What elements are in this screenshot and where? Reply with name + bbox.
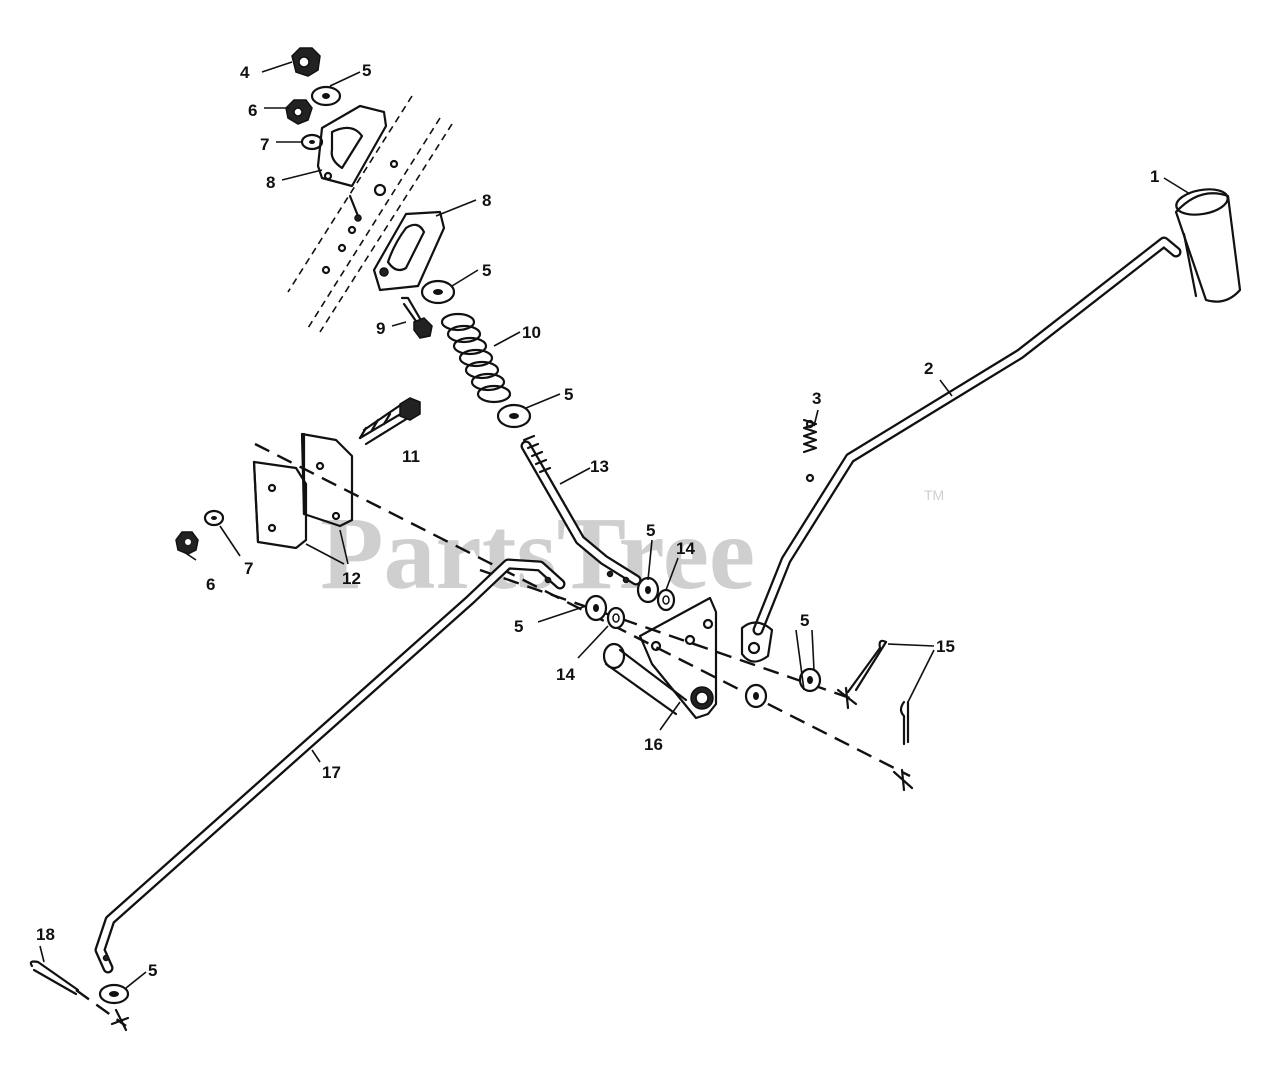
threaded-link-rod[interactable] <box>520 434 642 586</box>
callout-labels: 1 2 3 4 5 5 5 5 5 5 5 5 6 6 7 7 8 8 9 10… <box>36 61 1159 980</box>
callout-8-top: 8 <box>266 173 275 192</box>
callout-18: 18 <box>36 925 55 944</box>
bolt-9-part[interactable] <box>400 296 433 339</box>
assembly-axis-lines <box>75 442 911 1027</box>
callout-14-lower: 14 <box>556 665 575 684</box>
middle-washer-group[interactable] <box>584 576 676 630</box>
callout-8-lower: 8 <box>482 191 491 210</box>
callout-5-mid: 5 <box>514 617 523 636</box>
right-washer-group[interactable] <box>744 667 822 709</box>
lower-lift-rod[interactable] <box>94 558 566 974</box>
callout-17: 17 <box>322 763 341 782</box>
callout-9: 9 <box>376 319 385 338</box>
bottom-pin-washer-part[interactable] <box>29 960 130 1032</box>
callout-1: 1 <box>1150 167 1159 186</box>
callout-13: 13 <box>590 457 609 476</box>
callout-12: 12 <box>342 569 361 588</box>
upper-bracket-assembly[interactable] <box>285 47 399 222</box>
callout-5-right-a: 5 <box>800 611 809 630</box>
callout-15: 15 <box>936 637 955 656</box>
leader-lines <box>39 61 1191 989</box>
callout-16: 16 <box>644 735 663 754</box>
callout-5-spring: 5 <box>564 385 573 404</box>
pivot-bracket-part[interactable] <box>602 596 718 720</box>
callout-7-top: 7 <box>260 135 269 154</box>
nut-washer-lower-part[interactable] <box>175 509 225 555</box>
bolt-11-part[interactable] <box>358 397 421 446</box>
callout-2: 2 <box>924 359 933 378</box>
callout-14-top: 14 <box>676 539 695 558</box>
callout-11: 11 <box>402 447 420 466</box>
callout-7-lower: 7 <box>244 559 253 578</box>
cotter-pins-part[interactable] <box>836 639 914 792</box>
lift-lever-rod[interactable] <box>740 236 1182 663</box>
callout-5-bottom: 5 <box>148 961 157 980</box>
frame-reference-lines <box>287 95 453 333</box>
callout-5-top: 5 <box>362 61 371 80</box>
compression-spring-part[interactable] <box>440 312 532 429</box>
lower-bracket-part[interactable] <box>321 210 456 305</box>
callout-5-bracket: 5 <box>482 261 491 280</box>
callout-6-top: 6 <box>248 101 257 120</box>
callout-4: 4 <box>240 63 250 82</box>
callout-6-lower: 6 <box>206 575 215 594</box>
callout-5-rod: 5 <box>646 521 655 540</box>
callout-3: 3 <box>812 389 821 408</box>
callout-10: 10 <box>522 323 541 342</box>
small-spring-part[interactable] <box>802 418 818 483</box>
spacer-blocks-part[interactable] <box>252 432 354 565</box>
watermark-text: PartsTree <box>320 496 755 611</box>
watermark-trademark: TM <box>924 487 944 503</box>
handle-grip-part[interactable] <box>1174 186 1242 303</box>
